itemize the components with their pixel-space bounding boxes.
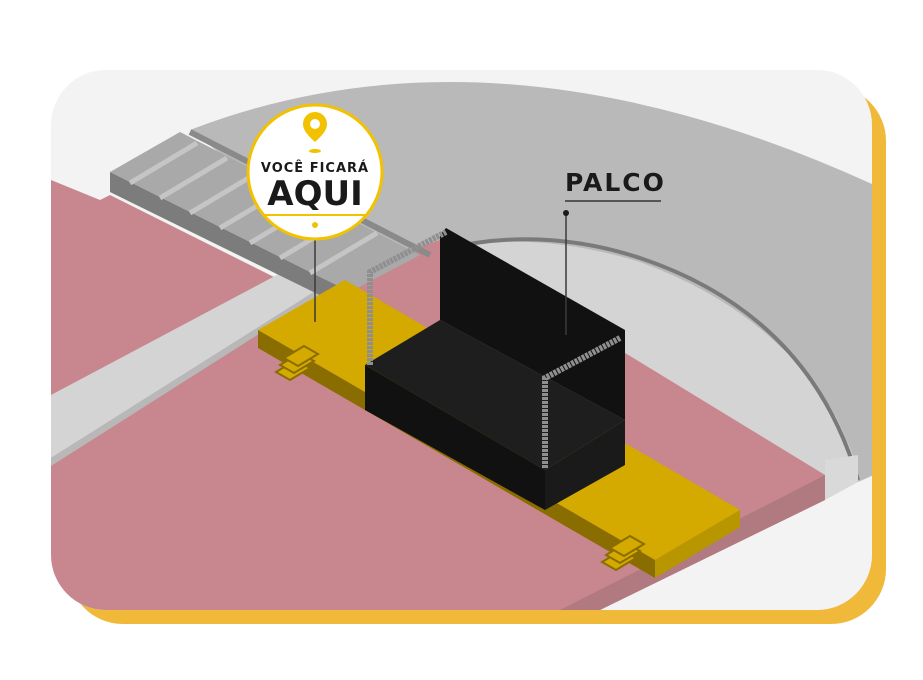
stairs-right	[600, 534, 646, 572]
map-pin-icon	[303, 112, 327, 153]
stage-edge-line	[439, 237, 860, 481]
walkway	[51, 268, 325, 458]
stage-label: PALCO	[565, 168, 666, 197]
badge-line2: AQUI	[267, 174, 362, 214]
truss	[367, 229, 622, 468]
badge-line1: VOCÊ FICARÁ	[261, 160, 369, 176]
you-are-here-badge: VOCÊ FICARÁ AQUI	[246, 103, 384, 241]
stage	[365, 228, 625, 510]
stairs-left	[274, 344, 320, 382]
